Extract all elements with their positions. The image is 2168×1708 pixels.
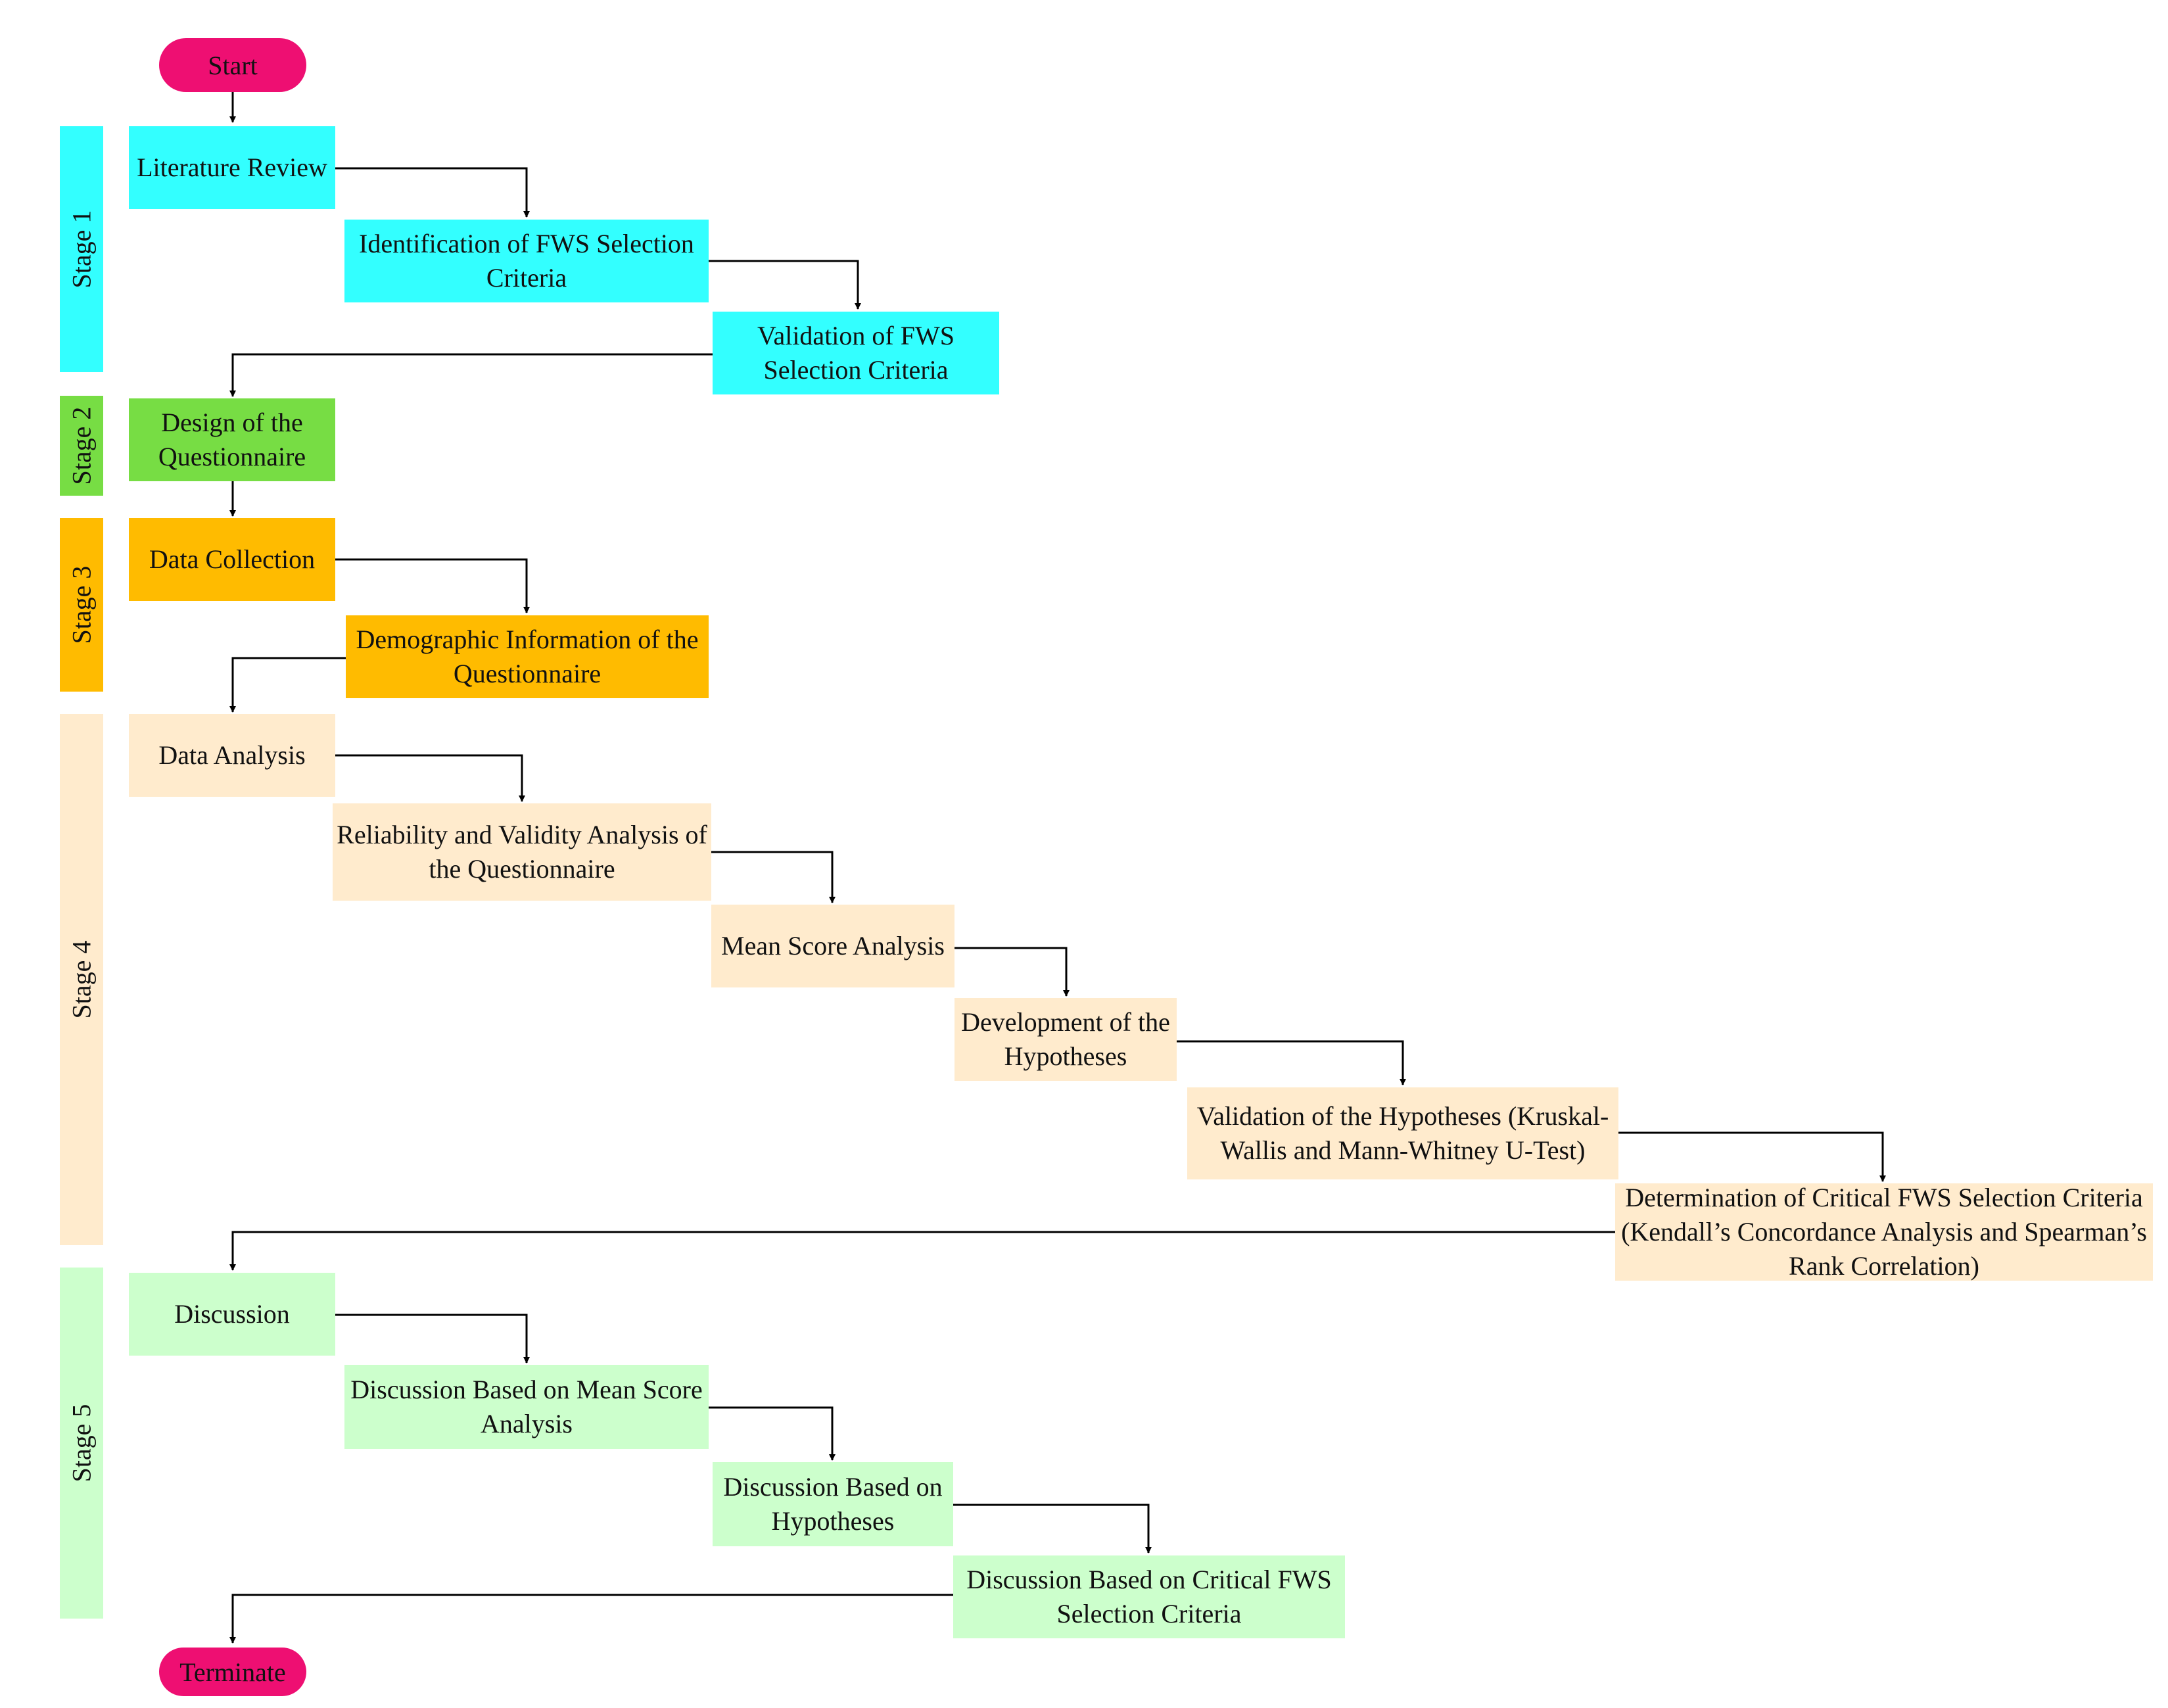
arrow-determination-to-discussion xyxy=(229,1231,1615,1271)
arrow-demographic-to-data-analysis xyxy=(229,657,346,713)
arrow-mean-score-to-development xyxy=(954,947,1070,997)
step-data-analysis: Data Analysis xyxy=(129,714,335,797)
step-reliability-validity: Reliability and Validity Analysis of the… xyxy=(333,803,711,901)
arrow-reliability-to-mean-score xyxy=(711,851,836,903)
step-literature-review: Literature Review xyxy=(129,126,335,209)
stage-4-label: Stage 4 xyxy=(66,940,97,1019)
step-discussion-hypotheses: Discussion Based on Hypotheses xyxy=(713,1462,953,1546)
step-discussion-mean-score: Discussion Based on Mean Score Analysis xyxy=(344,1365,709,1449)
step-validation-fws-criteria: Validation of FWS Selection Criteria xyxy=(713,312,999,394)
stage-3-bar: Stage 3 xyxy=(60,518,103,692)
stage-3-label: Stage 3 xyxy=(66,565,97,644)
arrow-literature-review-to-identification xyxy=(335,167,530,218)
step-identification-fws-criteria: Identification of FWS Selection Criteria xyxy=(344,220,709,302)
step-design-questionnaire: Design of the Questionnaire xyxy=(129,398,335,481)
terminate-terminal: Terminate xyxy=(159,1648,306,1696)
arrow-identification-to-validation xyxy=(709,260,861,310)
stage-2-bar: Stage 2 xyxy=(60,396,103,496)
step-development-hypotheses: Development of the Hypotheses xyxy=(954,998,1177,1081)
step-determination-critical-criteria: Determination of Critical FWS Selection … xyxy=(1615,1183,2153,1281)
stage-2-label: Stage 2 xyxy=(66,406,97,485)
arrow-validation-hypotheses-to-determination xyxy=(1618,1131,1886,1182)
arrow-disc-hyp-to-disc-critical xyxy=(953,1504,1152,1554)
start-terminal: Start xyxy=(159,38,306,92)
step-data-collection: Data Collection xyxy=(129,518,335,601)
arrow-discussion-to-disc-mean xyxy=(335,1314,530,1364)
step-discussion-critical-criteria: Discussion Based on Critical FWS Selecti… xyxy=(953,1555,1345,1638)
step-demographic-information: Demographic Information of the Questionn… xyxy=(346,615,709,698)
step-mean-score-analysis: Mean Score Analysis xyxy=(711,905,954,987)
arrow-data-analysis-to-reliability xyxy=(335,754,525,802)
step-validation-hypotheses: Validation of the Hypotheses (Kruskal-Wa… xyxy=(1187,1087,1618,1179)
arrow-development-to-validation-hypotheses xyxy=(1177,1040,1406,1085)
arrow-data-collection-to-demographic xyxy=(335,558,530,613)
stage-5-label: Stage 5 xyxy=(66,1404,97,1483)
arrow-disc-mean-to-disc-hyp xyxy=(709,1406,836,1461)
arrow-validation-to-design xyxy=(229,353,713,397)
stage-1-bar: Stage 1 xyxy=(60,126,103,372)
stage-5-bar: Stage 5 xyxy=(60,1268,103,1619)
step-discussion: Discussion xyxy=(129,1273,335,1356)
stage-4-bar: Stage 4 xyxy=(60,714,103,1245)
arrow-disc-critical-to-terminate xyxy=(229,1594,953,1644)
stage-1-label: Stage 1 xyxy=(66,210,97,289)
